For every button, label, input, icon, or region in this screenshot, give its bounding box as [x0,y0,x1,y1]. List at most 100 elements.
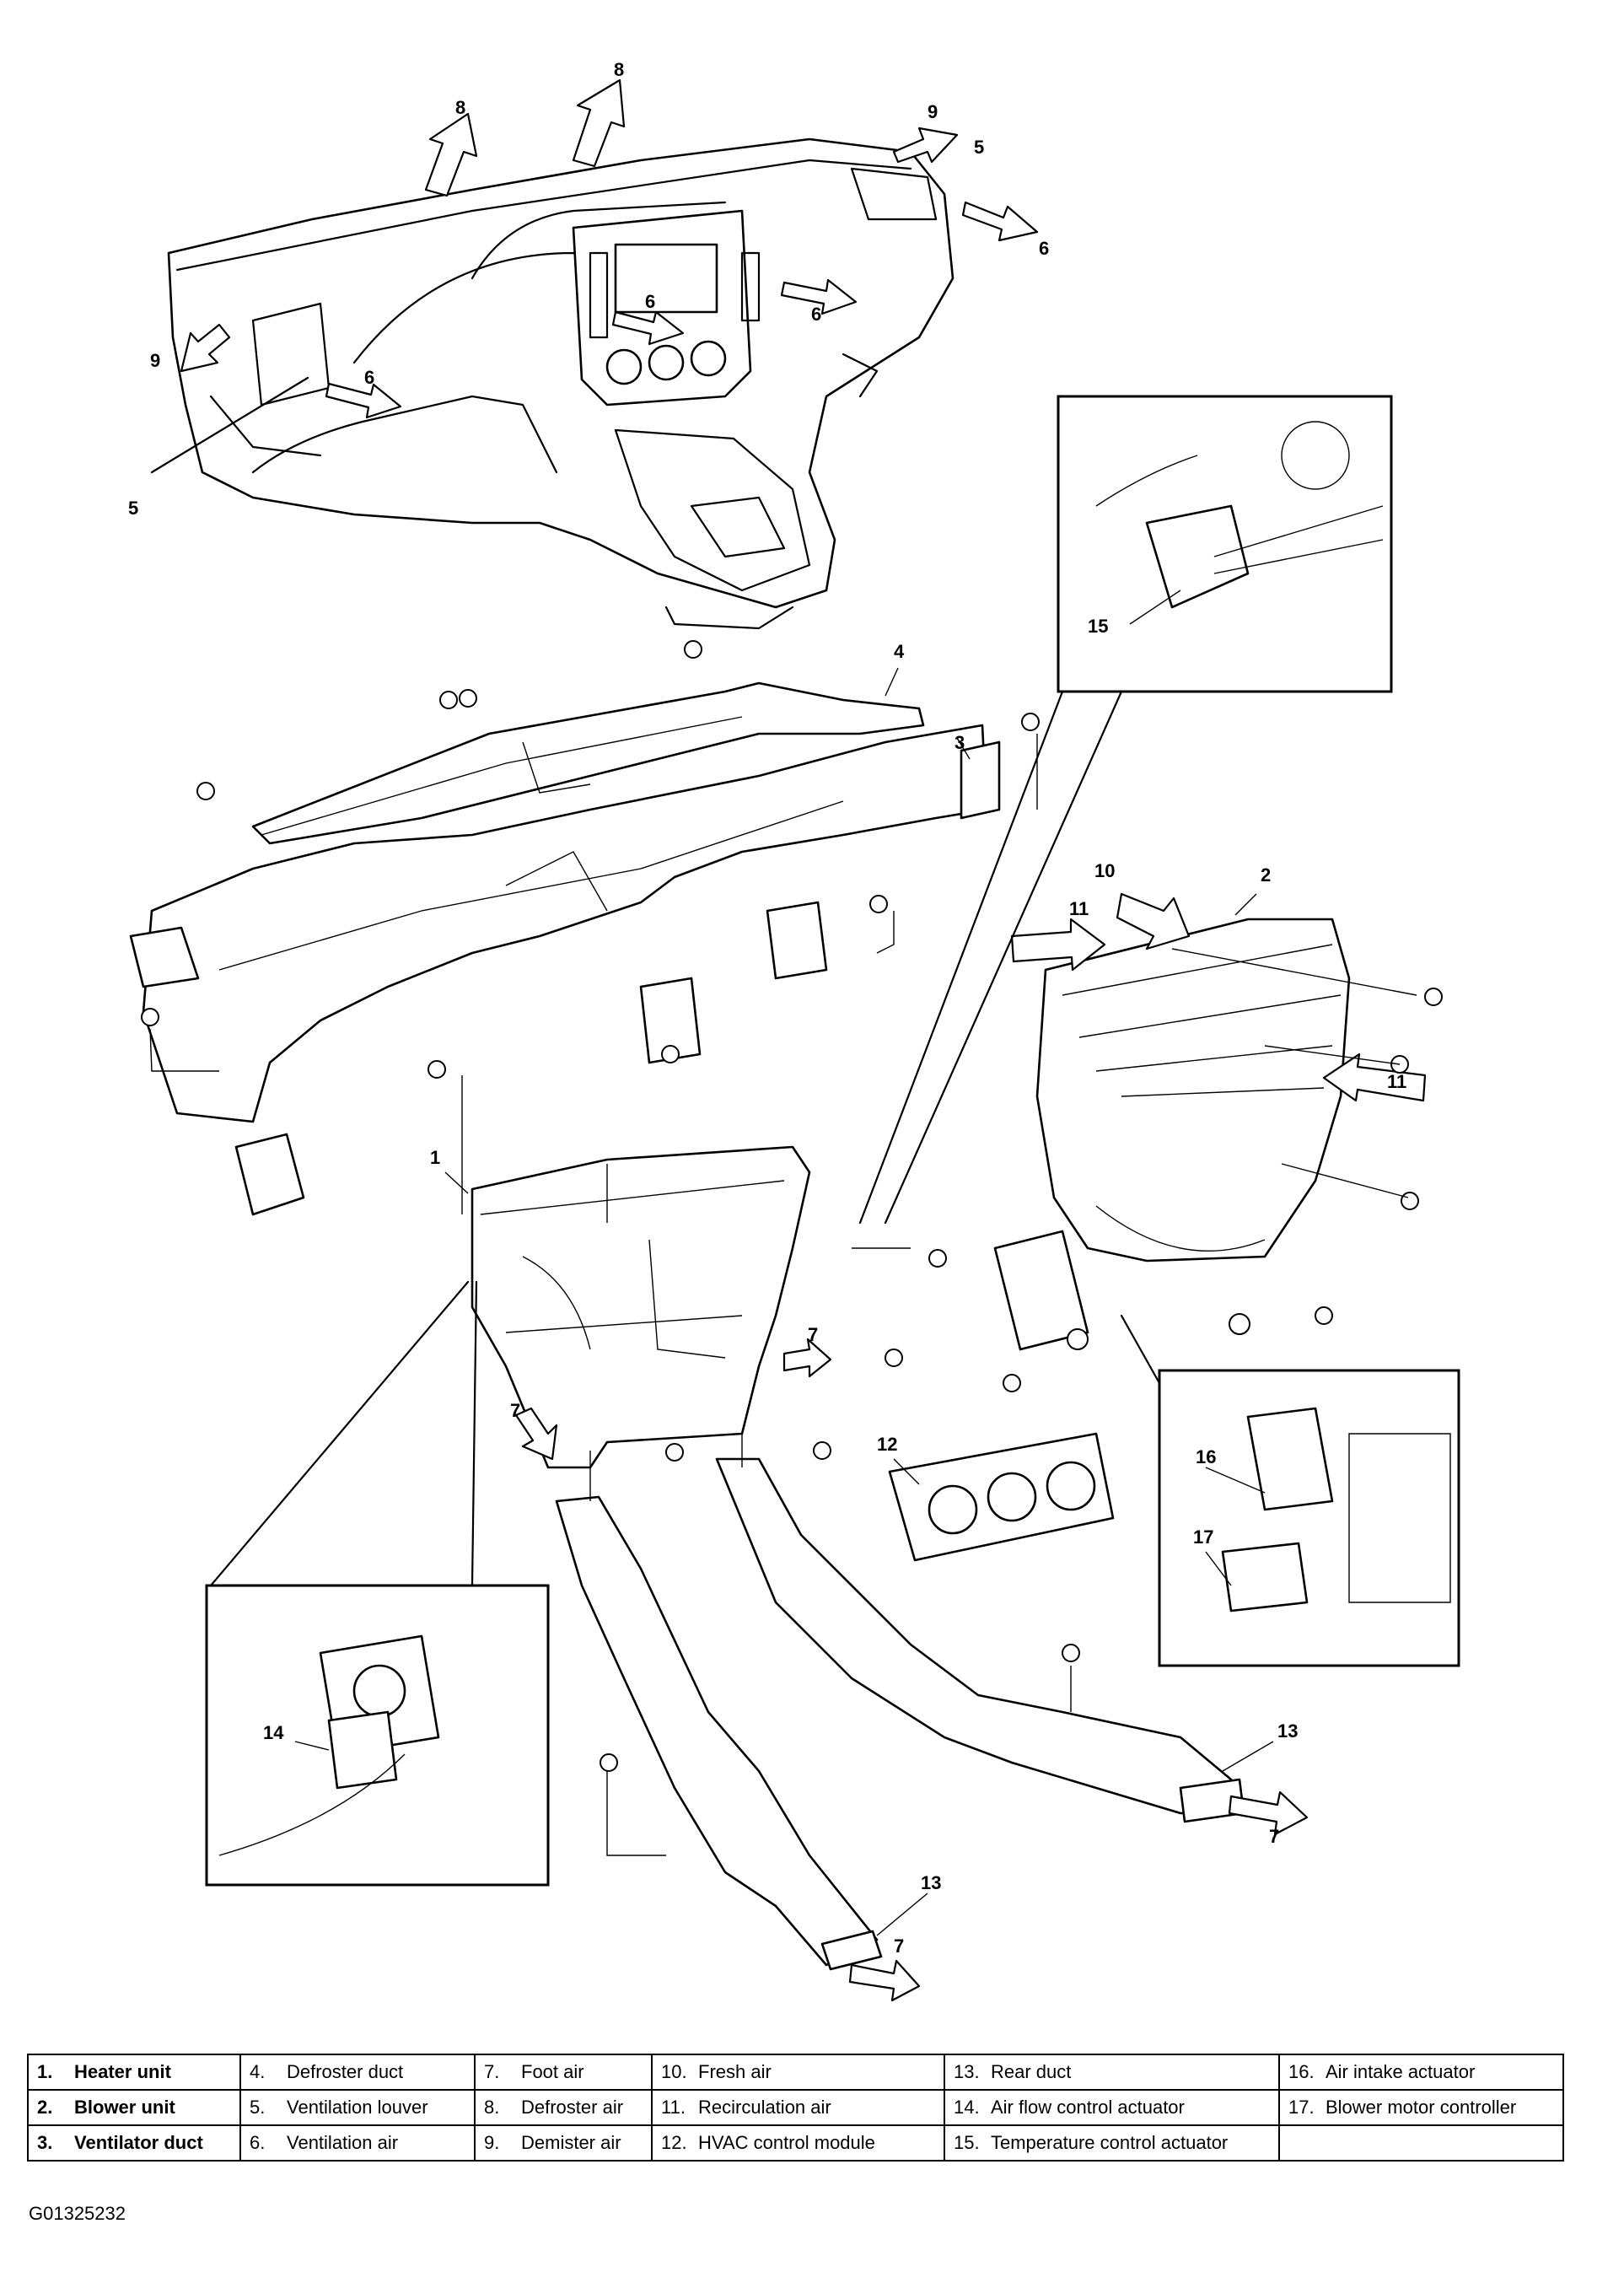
legend-item-label: Rear duct [991,2061,1072,2082]
legend-item-label: Recirculation air [698,2097,831,2118]
inset-airflow-actuator [205,1280,550,1887]
callout-2: 2 [1261,864,1271,886]
callout-leaders [294,590,1274,1936]
callout-7: 7 [510,1400,520,1421]
legend-cell: 16. Air intake actuator [1278,2054,1564,2091]
legend-item-number: 5. [250,2097,266,2118]
heater-unit [471,1145,811,1469]
legend-item-label: Ventilation air [287,2132,399,2153]
legend-item-label: Air intake actuator [1326,2061,1476,2082]
legend-item-number: 14. [954,2097,980,2118]
legend-item-number: 4. [250,2061,266,2082]
callout-6: 6 [364,367,374,388]
legend-item-label: Demister air [521,2132,621,2153]
legend-row: 2. Blower unit 5. Ventilation louver 8. Defro… [27,2089,1564,2126]
legend-cell: 11. Recirculation air [651,2089,945,2126]
legend-item-label: HVAC control module [698,2132,875,2153]
callout-7: 7 [1269,1826,1279,1847]
legend-item-number: 15. [954,2132,980,2153]
callout-12: 12 [877,1434,897,1455]
legend-item-number: 1. [37,2061,53,2082]
callout-16: 16 [1196,1446,1216,1467]
callout-7: 7 [894,1936,904,1957]
legend-item-number: 17. [1288,2097,1315,2118]
legend-row: 1. Heater unit 4. Defroster duct 7. Foot air 1… [27,2054,1564,2091]
callout-14: 14 [263,1722,284,1743]
legend-item-label: Ventilation louver [287,2097,428,2118]
legend-item-number: 11. [661,2097,686,2118]
inset-temperature-actuator [858,395,1393,1225]
legend-item-label: Temperature control actuator [991,2132,1229,2153]
callout-4: 4 [894,641,905,662]
legend-cell: 3. Ventilator duct [27,2124,241,2162]
callout-13: 13 [921,1872,941,1893]
callout-8: 8 [614,59,624,80]
hvac-exploded-diagram: 8 8 9 5 6 6 6 6 9 5 4 3 15 10 2 11 11 1 … [128,59,1460,2002]
legend-cell: 14. Air flow control actuator [944,2089,1280,2126]
callout-numbers: 8 8 9 5 6 6 6 6 9 5 4 3 15 10 2 11 11 1 … [128,59,1406,1957]
legend-cell: 17. Blower motor controller [1278,2089,1564,2126]
legend-item-label: Blower unit [74,2097,175,2118]
legend-cell: 15. Temperature control actuator [944,2124,1280,2162]
legend-item-label: Ventilator duct [74,2132,203,2153]
parts-legend-table: 1. Heater unit 4. Defroster duct 7. Foot air 1… [27,2054,1564,2162]
callout-17: 17 [1193,1526,1213,1548]
legend-item-number: 13. [954,2061,980,2082]
legend-row: 3. Ventilator duct 6. Ventilation air 9. Demi… [27,2124,1564,2162]
callout-8: 8 [455,97,465,118]
callout-15: 15 [1088,616,1108,637]
callout-9: 9 [150,350,160,371]
ventilator-duct [129,724,1001,1216]
callout-5: 5 [128,498,138,519]
callout-9: 9 [928,101,938,122]
legend-cell: 8. Defroster air [474,2089,653,2126]
legend-cell: 12. HVAC control module [651,2124,945,2162]
legend-item-label: Defroster air [521,2097,624,2118]
leader-lines [149,734,1417,1856]
hvac-control-module [888,1432,1115,1562]
rear-duct-left [555,1495,883,1971]
callout-1: 1 [430,1147,440,1168]
callout-11: 11 [1069,898,1089,919]
legend-item-label: Fresh air [698,2061,772,2082]
legend-cell: 7. Foot air [474,2054,653,2091]
callout-10: 10 [1094,860,1115,881]
blower-airflow-arrows [1010,892,1427,1102]
legend-cell: 6. Ventilation air [239,2124,476,2162]
callout-6: 6 [811,304,821,325]
callout-11: 11 [1387,1071,1406,1092]
legend-cell: 10. Fresh air [651,2054,945,2091]
legend-item-label: Air flow control actuator [991,2097,1185,2118]
callout-6: 6 [645,291,655,312]
legend-cell: 2. Blower unit [27,2089,241,2126]
legend-item-label: Blower motor controller [1326,2097,1517,2118]
instrument-panel [167,137,955,630]
legend-item-number: 7. [484,2061,500,2082]
legend-cell [1278,2124,1564,2162]
legend-item-number: 12. [661,2132,687,2153]
callout-7: 7 [808,1324,818,1345]
legend-item-number: 2. [37,2097,53,2118]
legend-item-number: 10. [661,2061,687,2082]
blower-unit [993,918,1351,1351]
legend-item-label: Foot air [521,2061,584,2082]
figure-code: G01325232 [29,2203,126,2224]
legend-item-number: 6. [250,2132,266,2153]
callout-5: 5 [974,137,984,158]
legend-item-label: Defroster duct [287,2061,404,2082]
foot-air-arrows [514,1338,1309,2002]
legend-item-number: 16. [1288,2061,1315,2082]
legend-cell: 9. Demister air [474,2124,653,2162]
legend-item-number: 9. [484,2132,500,2153]
legend-cell: 13. Rear duct [944,2054,1280,2091]
dashboard-airflow-arrows [150,78,1039,474]
legend-cell: 1. Heater unit [27,2054,241,2091]
callout-6: 6 [1039,238,1049,259]
legend-item-label: Heater unit [74,2061,171,2082]
legend-item-number: 8. [484,2097,500,2118]
legend-item-number: 3. [37,2132,53,2153]
callout-13: 13 [1277,1720,1298,1742]
inset-blower-controller [1120,1314,1460,1667]
defroster-duct [251,681,925,845]
legend-cell: 4. Defroster duct [239,2054,476,2091]
